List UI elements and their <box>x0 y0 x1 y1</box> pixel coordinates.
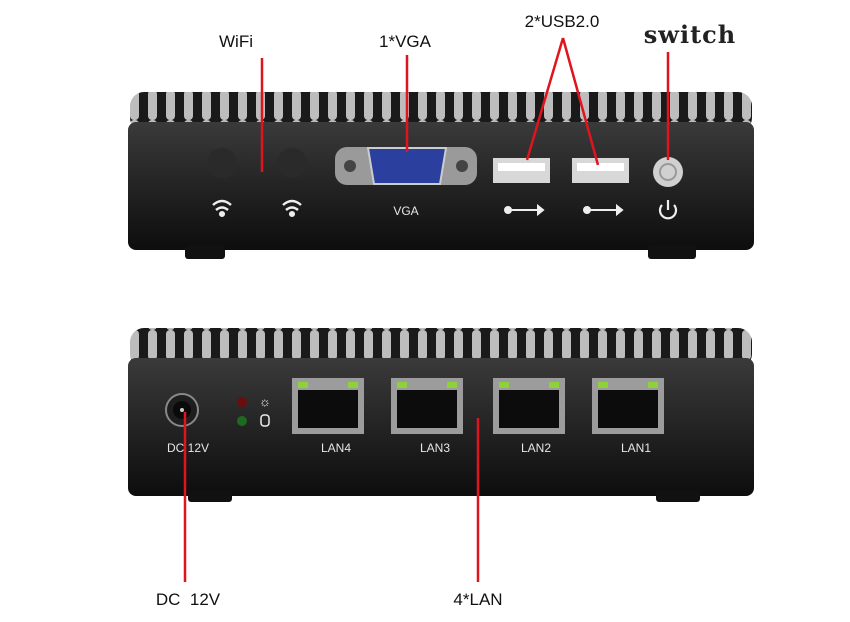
vga-annotation: 1*VGA <box>379 32 432 51</box>
dc-annotation: DC 12V <box>156 590 221 609</box>
wifi-antenna-port <box>207 148 237 178</box>
lan-ports <box>292 378 664 434</box>
lan-annotation: 4*LAN <box>453 590 502 609</box>
device-rear-view: DC 12V ☼ LAN4 LAN3 LAN2 LAN <box>128 328 754 502</box>
lan-port <box>391 378 463 434</box>
disk-icon <box>260 414 270 427</box>
wifi-annotation: WiFi <box>219 32 253 51</box>
annotation-lines <box>183 37 670 582</box>
vga-port-label: VGA <box>393 204 418 218</box>
hdd-led <box>237 416 247 426</box>
lan-port <box>292 378 364 434</box>
wifi-antenna-port <box>277 148 307 178</box>
device-front-view: VGA <box>128 92 754 259</box>
usb-annotation: 2*USB2.0 <box>525 12 600 31</box>
lan-port-label: LAN3 <box>420 441 450 455</box>
vga-port <box>335 147 477 185</box>
usb-port <box>493 158 629 183</box>
lan-port-label: LAN2 <box>521 441 551 455</box>
dc-port-label: DC 12V <box>167 441 209 455</box>
power-switch <box>653 157 683 187</box>
lan-port <box>592 378 664 434</box>
power-icon <box>658 200 678 220</box>
switch-annotation: switch <box>644 20 736 49</box>
usb-icon <box>504 203 624 217</box>
dc-power-jack <box>165 393 199 427</box>
lan-port-label: LAN1 <box>621 441 651 455</box>
lightbulb-icon: ☼ <box>259 394 271 409</box>
power-led <box>237 397 247 407</box>
lan-port <box>493 378 565 434</box>
wifi-icon <box>212 199 302 218</box>
lan-port-label: LAN4 <box>321 441 351 455</box>
